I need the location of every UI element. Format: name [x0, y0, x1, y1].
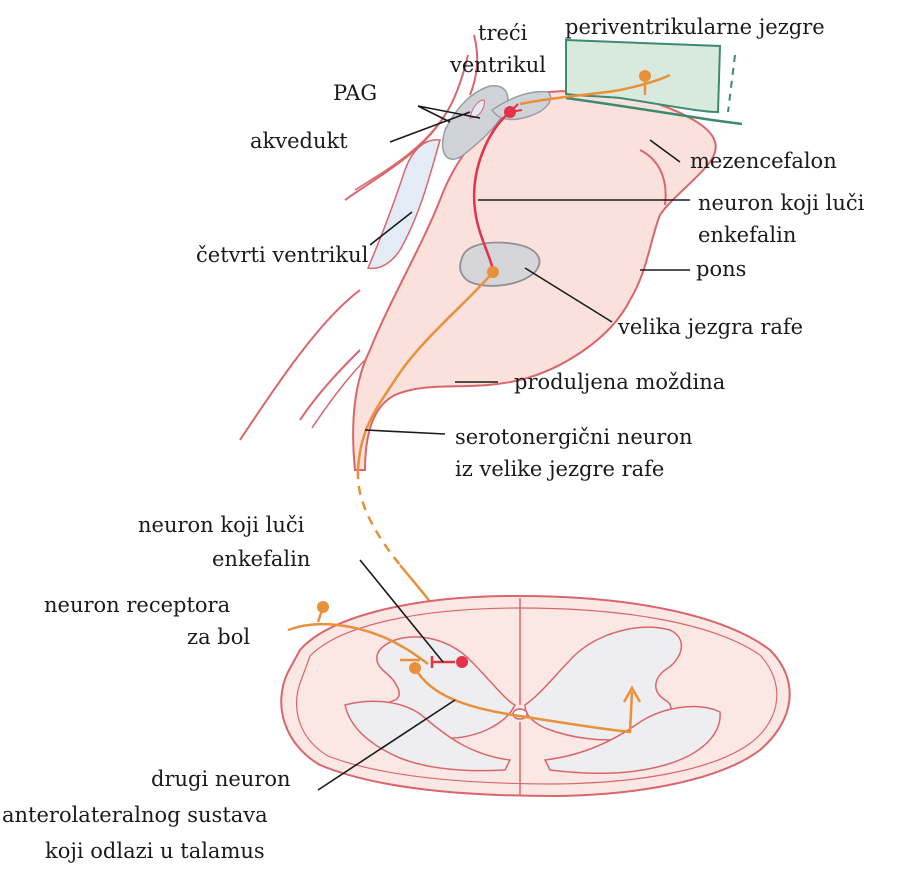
- label-neuron-bottom-2: enkefalin: [212, 547, 310, 571]
- label-mezencefalon: mezencefalon: [690, 149, 837, 173]
- label-neuron-top-1: neuron koji luči: [698, 191, 865, 215]
- periventricular-dash: [728, 55, 735, 112]
- medulla-dorsal-line: [240, 290, 360, 440]
- enkephalin-neuron-bottom-soma: [456, 656, 468, 668]
- label-treci-ventrikul-1: treći: [478, 21, 528, 45]
- label-velika-jezgra-rafe: velika jezgra rafe: [617, 315, 803, 339]
- label-pons: pons: [696, 257, 746, 281]
- label-receptor-2: za bol: [187, 625, 250, 649]
- label-receptor-1: neuron receptora: [44, 593, 230, 617]
- label-neuron-bottom-1: neuron koji luči: [138, 513, 305, 537]
- label-periventrikularne: periventrikularne jezgre: [565, 15, 825, 39]
- periventricular-neuron-soma: [639, 70, 651, 82]
- cerebellum-edge: [300, 350, 360, 420]
- label-pag: PAG: [333, 81, 377, 105]
- serotonergic-axon-dashed: [358, 470, 400, 565]
- label-drugi-neuron-2: anterolateralnog sustava: [2, 803, 268, 827]
- label-cetvrti-ventrikul: četvrti ventrikul: [196, 243, 369, 267]
- leader-serotonergicni: [365, 430, 445, 434]
- label-akvedukt: akvedukt: [250, 129, 348, 153]
- label-produljena-mozdina: produljena moždina: [514, 370, 725, 394]
- pain-receptor-neuron-soma: [317, 601, 329, 613]
- label-serotonergicni-1: serotonergični neuron: [455, 425, 692, 449]
- label-serotonergicni-2: iz velike jezgre rafe: [455, 457, 664, 481]
- label-drugi-neuron-1: drugi neuron: [151, 767, 291, 791]
- label-treci-ventrikul-2: ventrikul: [449, 53, 546, 77]
- label-drugi-neuron-3: koji odlazi u talamus: [45, 839, 265, 863]
- label-neuron-top-2: enkefalin: [698, 223, 796, 247]
